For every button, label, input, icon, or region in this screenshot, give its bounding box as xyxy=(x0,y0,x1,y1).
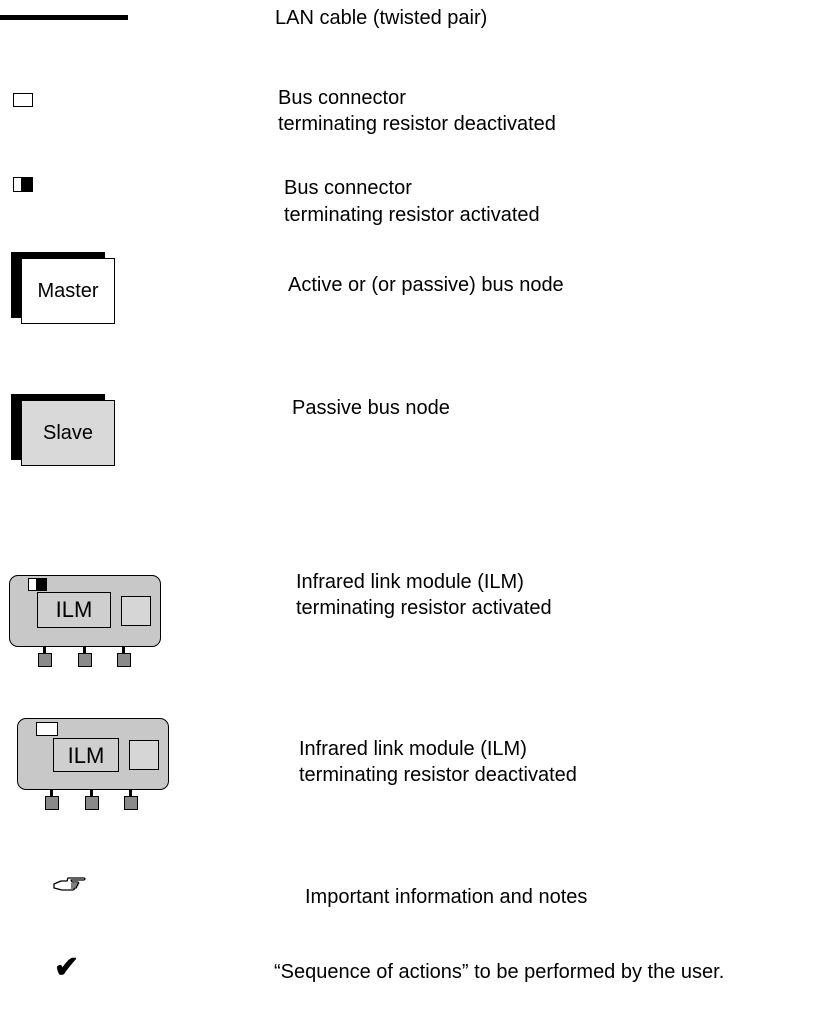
ilm-activated-leg-1 xyxy=(43,647,46,653)
ilm-activated-foot-2 xyxy=(78,653,92,667)
bus-connector-activated-subtitle: terminating resistor activated xyxy=(284,204,540,226)
actions-description: “Sequence of actions” to be performed by… xyxy=(274,961,725,983)
ilm-activated-leg-2 xyxy=(83,647,86,653)
ilm-deactivated-foot-1 xyxy=(45,796,59,810)
ilm-activated-foot-3 xyxy=(117,653,131,667)
ilm-activated-leg-3 xyxy=(122,647,125,653)
bus-connector-deactivated-title: Bus connector xyxy=(278,87,406,109)
slave-node-symbol: Slave xyxy=(11,394,119,466)
bus-connector-deactivated-subtitle: terminating resistor deactivated xyxy=(278,113,556,135)
notes-description: Important information and notes xyxy=(305,886,588,908)
ilm-deactivated-title: Infrared link module (ILM) xyxy=(299,738,527,760)
lan-cable-description: LAN cable (twisted pair) xyxy=(275,7,488,29)
bus-connector-activated-icon xyxy=(13,177,33,192)
slave-node-description: Passive bus node xyxy=(292,397,450,419)
master-node-box: Master xyxy=(21,258,115,324)
ilm-deactivated-leg-1 xyxy=(50,790,53,796)
ilm-activated-title: Infrared link module (ILM) xyxy=(296,571,524,593)
ilm-deactivated-foot-3 xyxy=(124,796,138,810)
ilm-deactivated-foot-2 xyxy=(85,796,99,810)
lan-cable-symbol xyxy=(0,15,128,20)
ilm-activated-port-icon xyxy=(121,596,151,626)
ilm-activated-foot-1 xyxy=(38,653,52,667)
bus-connector-deactivated-icon xyxy=(13,93,33,107)
ilm-activated-subtitle: terminating resistor activated xyxy=(296,597,552,619)
ilm-deactivated-subtitle: terminating resistor deactivated xyxy=(299,764,577,786)
ilm-deactivated-label: ILM xyxy=(53,738,119,772)
ilm-deactivated-resistor-icon xyxy=(36,722,58,736)
pointing-hand-icon xyxy=(53,875,87,901)
slave-node-box: Slave xyxy=(21,400,115,466)
checkmark-icon: ✔ xyxy=(54,951,80,984)
ilm-activated-label: ILM xyxy=(37,592,111,628)
ilm-activated-resistor-icon xyxy=(28,578,47,591)
master-node-symbol: Master xyxy=(11,252,119,324)
master-node-description: Active or (or passive) bus node xyxy=(288,274,564,296)
ilm-deactivated-leg-2 xyxy=(90,790,93,796)
ilm-activated-symbol: ILM xyxy=(9,575,164,675)
ilm-deactivated-port-icon xyxy=(129,740,159,770)
bus-connector-activated-title: Bus connector xyxy=(284,177,412,199)
ilm-deactivated-symbol: ILM xyxy=(17,718,172,818)
ilm-deactivated-leg-3 xyxy=(129,790,132,796)
